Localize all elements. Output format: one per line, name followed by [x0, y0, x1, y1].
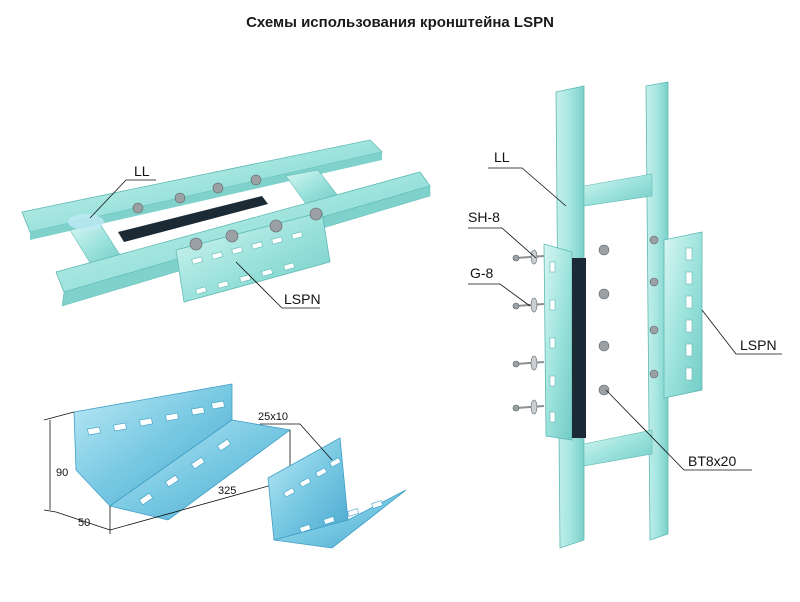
lspn-bracket-left — [543, 243, 573, 441]
vertical-rail-right — [645, 81, 669, 541]
label-sh8: SH-8 — [468, 209, 500, 225]
bolts-vertical — [512, 235, 659, 415]
label-g8: G-8 — [470, 265, 494, 281]
label-bt: BT8x20 — [688, 453, 736, 469]
leader-ll-left — [89, 179, 156, 219]
leader-sh8 — [468, 227, 537, 259]
lspn-bracket-detail: 25x10 — [258, 411, 407, 549]
label-lspn-right: LSPN — [740, 337, 777, 353]
rail-gap-shadow — [118, 196, 268, 242]
splice-shadow — [572, 258, 586, 438]
bracket-holes — [549, 247, 693, 423]
page-title: Схемы использования кронштейна LSPN — [246, 14, 554, 31]
dim-hole-size: 25x10 — [258, 411, 288, 423]
ladder-rung-top — [583, 173, 653, 207]
dim-length: 325 — [218, 485, 236, 497]
ladder-rung-bottom — [583, 429, 653, 467]
leader-ll-right — [488, 167, 567, 207]
bracket-holes — [87, 400, 232, 506]
label-lspn-left: LSPN — [284, 291, 321, 307]
leader-lspn-right — [701, 309, 782, 355]
dim-depth: 50 — [78, 517, 90, 529]
lspn-bracket-dimensioned: 90 50 325 — [43, 383, 291, 534]
leader-g8 — [468, 283, 531, 307]
bolts-horizontal — [132, 174, 323, 251]
dim-height: 90 — [56, 467, 68, 479]
vertical-ladder-assembly — [512, 81, 703, 549]
label-ll-left: LL — [134, 163, 150, 179]
leader-bt — [605, 389, 752, 471]
dimension-lines — [43, 411, 291, 534]
horizontal-ladder-assembly — [21, 139, 431, 307]
lspn-bracket-right — [663, 231, 703, 399]
bracket-holes — [191, 231, 303, 295]
label-ll-right: LL — [494, 149, 510, 165]
leader-lspn-left — [235, 261, 320, 309]
